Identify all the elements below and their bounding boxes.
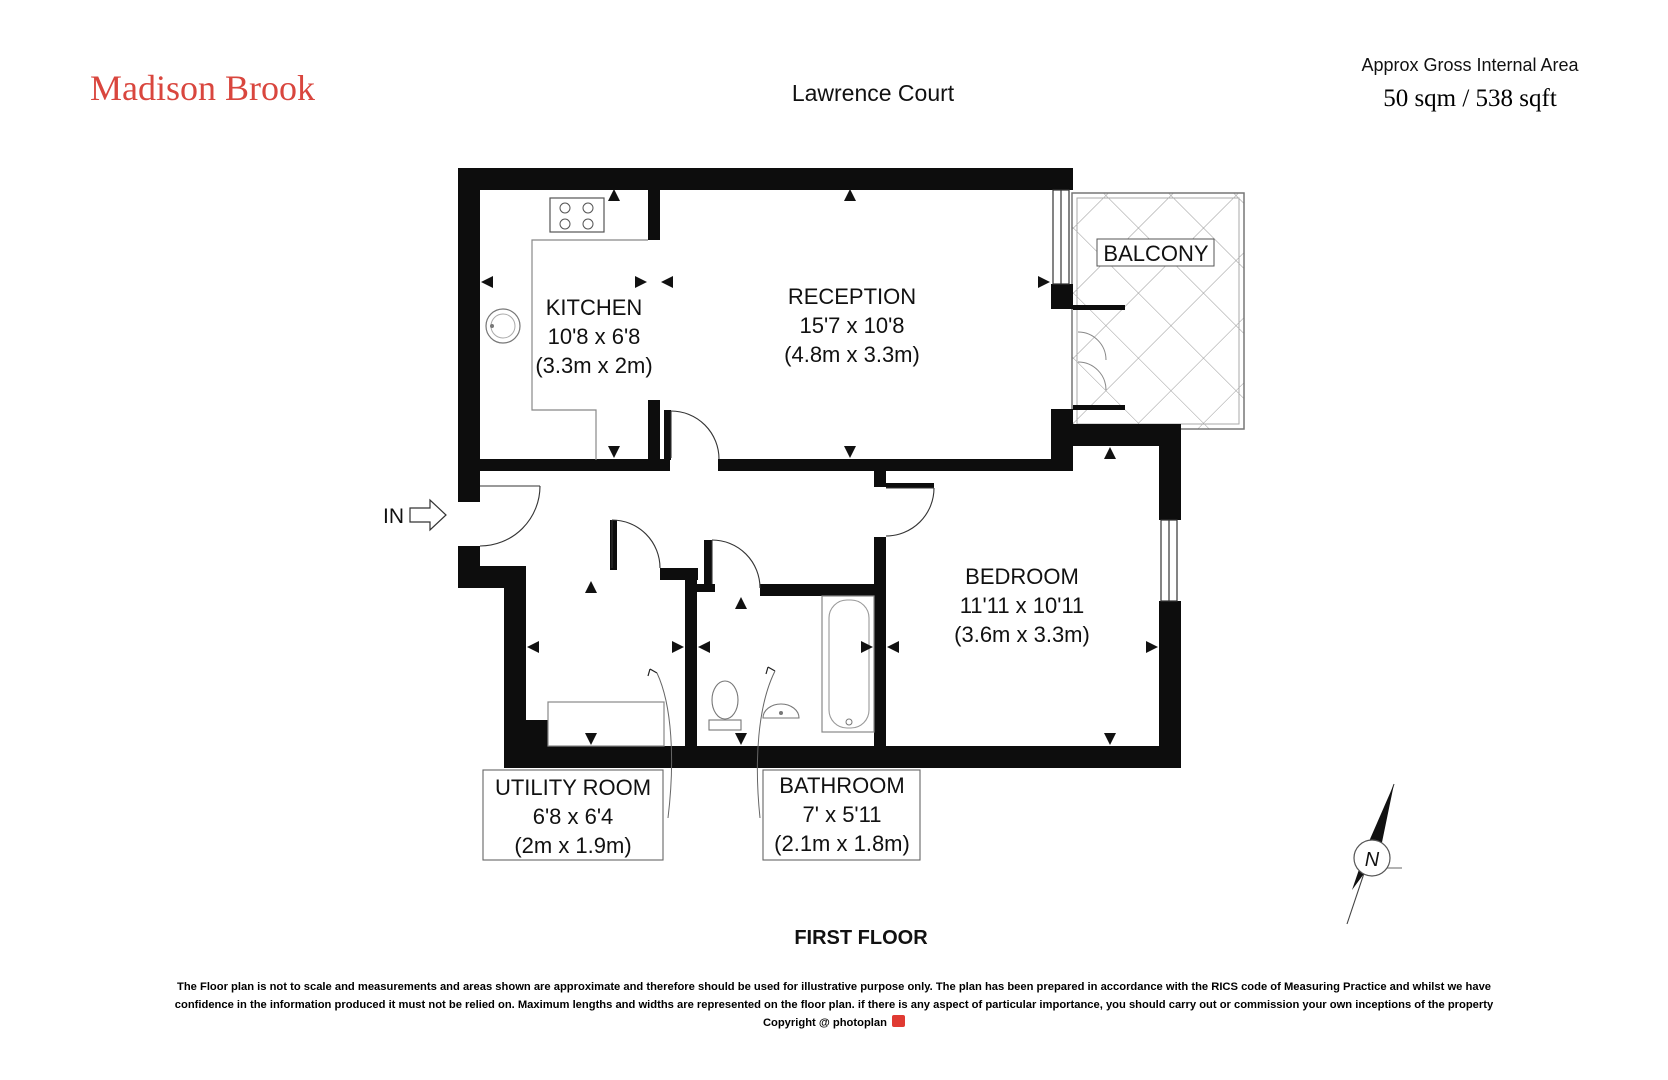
toilet-icon <box>708 719 742 731</box>
kitchen-name: KITCHEN <box>546 295 643 320</box>
entrance-marker: IN <box>383 498 447 532</box>
windows <box>1052 189 1178 602</box>
reception-name: RECEPTION <box>788 284 916 309</box>
utility-name: UTILITY ROOM <box>495 775 651 800</box>
arrow-right-icon <box>409 498 447 532</box>
photoplan-brand: photoplan <box>832 1017 887 1029</box>
property-name: Lawrence Court <box>792 80 955 106</box>
reception-metric: (4.8m x 3.3m) <box>784 342 920 367</box>
compass: N <box>1346 783 1402 925</box>
walls <box>458 168 1181 768</box>
utility-imperial: 6'8 x 6'4 <box>533 804 614 829</box>
bedroom-name: BEDROOM <box>965 564 1079 589</box>
copyright-text: Copyright @ <box>762 1017 830 1029</box>
room-reception: RECEPTION 15'7 x 10'8 (4.8m x 3.3m) <box>784 284 920 367</box>
room-kitchen: KITCHEN 10'8 x 6'8 (3.3m x 2m) <box>535 295 652 378</box>
brand-logo: Madison Brook <box>90 68 315 108</box>
room-bedroom: BEDROOM 11'11 x 10'11 (3.6m x 3.3m) <box>954 564 1090 647</box>
photoplan-logo-icon <box>892 1015 906 1027</box>
room-bathroom: BATHROOM 7' x 5'11 (2.1m x 1.8m) <box>762 769 921 861</box>
bathroom-metric: (2.1m x 1.8m) <box>774 831 910 856</box>
dimension-markers <box>481 189 1158 745</box>
balcony: BALCONY <box>1071 192 1245 430</box>
compass-label: N <box>1365 849 1380 871</box>
disclaimer-line-1: The Floor plan is not to scale and measu… <box>176 981 1492 993</box>
doors <box>479 410 935 589</box>
fixtures <box>485 197 875 819</box>
floor-label: FIRST FLOOR <box>794 927 928 949</box>
area-label: Approx Gross Internal Area <box>1361 55 1579 75</box>
kitchen-metric: (3.3m x 2m) <box>535 353 652 378</box>
hob-icon <box>549 197 605 233</box>
bathroom-name: BATHROOM <box>779 773 904 798</box>
room-utility: UTILITY ROOM 6'8 x 6'4 (2m x 1.9m) <box>482 769 664 861</box>
kitchen-imperial: 10'8 x 6'8 <box>548 324 641 349</box>
compass-needle-icon <box>1367 784 1394 852</box>
utility-metric: (2m x 1.9m) <box>514 833 631 858</box>
balcony-label: BALCONY <box>1103 241 1208 266</box>
area-value: 50 sqm / 538 sqft <box>1383 85 1557 112</box>
disclaimer-line-2: confidence in the information produced i… <box>174 999 1494 1011</box>
bedroom-imperial: 11'11 x 10'11 <box>960 593 1085 618</box>
entrance-label: IN <box>383 505 404 528</box>
bathtub-icon <box>821 595 875 733</box>
reception-imperial: 15'7 x 10'8 <box>799 313 904 338</box>
bedroom-metric: (3.6m x 3.3m) <box>954 622 1090 647</box>
disclaimer: The Floor plan is not to scale and measu… <box>40 978 1628 1032</box>
balcony-label-box <box>1096 238 1215 267</box>
bathroom-imperial: 7' x 5'11 <box>803 802 882 827</box>
copyright: Copyright @ photoplan <box>762 1014 906 1032</box>
